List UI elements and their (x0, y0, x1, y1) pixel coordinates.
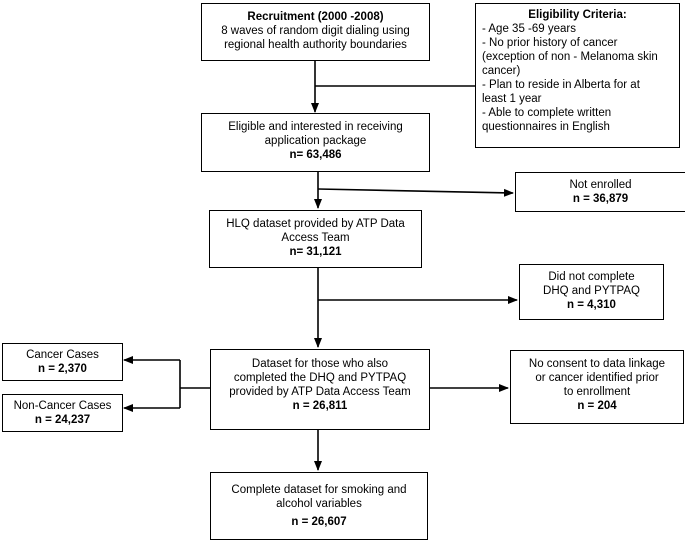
recruitment-line1: 8 waves of random digit dialing using (221, 25, 410, 37)
complete-line1: Complete dataset for smoking and (231, 484, 407, 496)
eligible-line1: Eligible and interested in receiving (228, 121, 403, 133)
recruitment-box: Recruitment (2000 -2008) 8 waves of rand… (201, 3, 430, 61)
no-consent-box: No consent to data linkage or cancer ide… (510, 350, 684, 424)
non-cancer-cases-label: Non-Cancer Cases (13, 400, 112, 412)
criteria-title: Eligibility Criteria: (528, 9, 627, 21)
criteria-line: least 1 year (482, 93, 542, 105)
dataset-line1: Dataset for those who also (251, 358, 389, 370)
cancer-cases-label: Cancer Cases (26, 349, 99, 361)
criteria-line: - Able to complete written (482, 107, 612, 119)
dataset-count: n = 26,811 (292, 400, 348, 412)
not-enrolled-label: Not enrolled (569, 179, 632, 191)
did-not-complete-count: n = 4,310 (567, 299, 616, 311)
no-consent-line3: to enrollment (563, 386, 631, 398)
hlq-count: n= 31,121 (289, 246, 342, 258)
cancer-cases-count: n = 2,370 (38, 363, 87, 375)
criteria-line: (exception of non - Melanoma skin (482, 51, 658, 63)
criteria-line: - No prior history of cancer (482, 37, 618, 49)
not-enrolled-box: Not enrolled n = 36,879 (515, 172, 685, 212)
cancer-cases-box: Cancer Cases n = 2,370 (2, 343, 123, 381)
complete-box: Complete dataset for smoking and alcohol… (210, 472, 428, 540)
did-not-complete-line2: DHQ and PYTPAQ (543, 285, 640, 297)
dataset-line2: completed the DHQ and PYTPAQ (233, 372, 407, 384)
no-consent-line2: or cancer identified prior (535, 372, 659, 384)
eligible-count: n= 63,486 (289, 149, 342, 161)
criteria-line: - Age 35 -69 years (482, 23, 576, 35)
hlq-line1: HLQ dataset provided by ATP Data (226, 218, 405, 230)
non-cancer-cases-box: Non-Cancer Cases n = 24,237 (2, 394, 123, 432)
dataset-line3: provided by ATP Data Access Team (229, 386, 411, 398)
criteria-line: questionnaires in English (482, 121, 610, 133)
criteria-line: - Plan to reside in Alberta for at (482, 79, 640, 91)
recruitment-line2: regional health authority boundaries (224, 39, 407, 51)
non-cancer-cases-count: n = 24,237 (34, 414, 91, 426)
hlq-box: HLQ dataset provided by ATP Data Access … (209, 210, 422, 268)
did-not-complete-box: Did not complete DHQ and PYTPAQ n = 4,31… (519, 264, 664, 320)
eligible-box: Eligible and interested in receiving app… (201, 113, 430, 172)
hlq-line2: Access Team (281, 232, 350, 244)
dataset-box: Dataset for those who also completed the… (210, 349, 430, 430)
arrow-to-not-enrolled (317, 188, 514, 197)
not-enrolled-count: n = 36,879 (572, 193, 629, 205)
no-consent-count: n = 204 (577, 400, 617, 412)
criteria-line: cancer) (482, 65, 521, 77)
recruitment-title: Recruitment (2000 -2008) (247, 11, 384, 23)
eligibility-criteria-box: Eligibility Criteria: - Age 35 -69 years… (475, 3, 680, 148)
complete-line2: alcohol variables (276, 498, 362, 510)
complete-count: n = 26,607 (291, 516, 347, 528)
did-not-complete-line1: Did not complete (548, 271, 635, 283)
no-consent-line1: No consent to data linkage (528, 358, 666, 370)
eligible-line2: application package (264, 135, 367, 147)
